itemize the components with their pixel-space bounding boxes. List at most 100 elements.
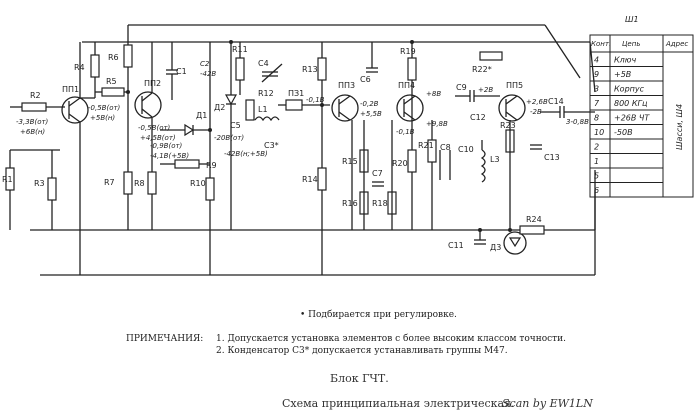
label-c10: C10 xyxy=(458,145,474,154)
resistor-r24 xyxy=(519,225,545,235)
label-r6: R6 xyxy=(108,53,119,62)
label-c9: C9 xyxy=(456,83,467,92)
connector-contact: 6 xyxy=(594,186,599,195)
transistor-pp3 xyxy=(331,94,359,122)
volt-c9: +2В xyxy=(478,86,493,94)
label-r21: R21 xyxy=(418,141,434,150)
scan-credit: Scan by EW1LN xyxy=(502,397,593,410)
connector-circuit: Ключ xyxy=(614,56,637,65)
label-c6: C6 xyxy=(360,75,371,84)
label-d3: Д3 xyxy=(490,243,501,252)
label-r5: R5 xyxy=(106,77,117,86)
transistor-pp4 xyxy=(396,94,424,122)
connector-contact: 7 xyxy=(594,99,600,108)
label-pp5: ПП5 xyxy=(506,81,523,90)
label-r7: R7 xyxy=(104,178,115,187)
volt-r9: -42В(н;+5В) xyxy=(224,150,268,158)
label-c12: C12 xyxy=(470,113,486,122)
resistor-r6 xyxy=(123,44,133,68)
label-r16: R16 xyxy=(342,199,358,208)
note-2: 2. Конденсатор С3* допускается устанавли… xyxy=(216,346,508,356)
connector-contact: 1 xyxy=(594,157,599,166)
resistor-r3 xyxy=(47,177,57,201)
label-r22: R22* xyxy=(472,65,492,74)
resistor-r12 xyxy=(245,99,255,121)
resistor-r11 xyxy=(235,57,245,81)
label-pp1: ПП1 xyxy=(62,85,79,94)
resistor-r19 xyxy=(407,57,417,81)
label-d2: Д2 xyxy=(214,103,225,112)
connector-contact: 9 xyxy=(594,70,599,79)
label-r23: R23 xyxy=(500,121,516,130)
block-title: Блок ГЧТ. xyxy=(330,372,389,385)
transistor-pp2 xyxy=(134,91,162,119)
volt-d1-a: -0,9В(от) xyxy=(150,142,183,150)
label-c13: C13 xyxy=(544,153,560,162)
label-r1: R1 xyxy=(2,175,13,184)
volt-r2-a: -3,3В(от) xyxy=(16,118,49,126)
label-c1: C1 xyxy=(176,67,187,76)
label-c5: C5 xyxy=(230,121,241,130)
resistor-r7 xyxy=(123,171,133,195)
resistor-r22 xyxy=(479,51,503,61)
resistor-r2 xyxy=(21,102,47,112)
connector-contact: 5 xyxy=(594,172,599,181)
transistor-pp5 xyxy=(498,94,526,122)
volt-c2: -42В xyxy=(200,70,216,78)
label-r13: R13 xyxy=(302,65,318,74)
connector-contact: 2 xyxy=(594,143,599,152)
header-contact: Конт. xyxy=(591,40,611,48)
label-r18: R18 xyxy=(372,199,388,208)
label-r24: R24 xyxy=(526,215,542,224)
diode-d3 xyxy=(503,231,527,255)
volt-pp5-a: +2,6В xyxy=(526,98,548,106)
volt-pp4-c: -0,1В xyxy=(396,128,415,136)
volt-pp3-a: -0,2В xyxy=(360,100,379,108)
resistor-r8 xyxy=(147,171,157,195)
label-pp3: ПП3 xyxy=(338,81,355,90)
note-1: 1. Допускается установка элементов с бол… xyxy=(216,334,566,344)
resistor-r10 xyxy=(205,177,215,201)
notes-title: ПРИМЕЧАНИЯ: xyxy=(126,334,204,344)
label-c8: C8 xyxy=(440,143,451,152)
connector-circuit: Корпус xyxy=(614,85,645,94)
volt-pp4-b: +9,8В xyxy=(426,120,448,128)
volt-pp1-b: +5В(н) xyxy=(90,114,115,122)
resistor-r20 xyxy=(407,149,417,173)
connector-circuit: +26В ЧТ xyxy=(614,114,650,123)
resistor-r4 xyxy=(90,54,100,78)
connector-circuit: +5В xyxy=(614,70,631,79)
volt-d1-b: -4,1В(+5В) xyxy=(150,152,189,160)
label-d1: Д1 xyxy=(196,111,207,120)
connector-circuit: 800 КГц xyxy=(614,99,648,108)
label-c3: C3* xyxy=(264,141,279,150)
volt-pp5-b: -2В xyxy=(530,108,542,116)
header-address: Адрес xyxy=(665,40,688,48)
label-r8: R8 xyxy=(134,179,145,188)
volt-pp4-a: +8В xyxy=(426,90,441,98)
label-pz1: ПЗ1 xyxy=(288,89,304,98)
label-l1: L1 xyxy=(258,105,268,114)
quartz-pz1 xyxy=(285,99,303,111)
resistor-r9 xyxy=(174,159,200,169)
inductor-l3 xyxy=(480,149,486,183)
connector-contact: 4 xyxy=(594,56,599,65)
volt-pp2-a: -0,5В(от) xyxy=(138,124,171,132)
label-r4: R4 xyxy=(74,63,85,72)
label-r14: R14 xyxy=(302,175,318,184)
label-r10: R10 xyxy=(190,179,206,188)
schematic-subtitle: Схема принципиальная электрическая. xyxy=(282,397,515,410)
label-r20: R20 xyxy=(392,159,408,168)
connector-side-label: Шасси, Ш4 xyxy=(675,104,684,150)
volt-pp1-a: -0,5В(от) xyxy=(88,104,121,112)
volt-pz: -0,1В xyxy=(306,96,325,104)
diode-d2 xyxy=(224,94,238,106)
connector-ref: Ш1 xyxy=(625,15,639,24)
volt-r23: 3-0,8В xyxy=(566,118,589,126)
resistor-r5 xyxy=(101,87,125,97)
resistor-r14 xyxy=(317,167,327,191)
label-c7: C7 xyxy=(372,169,383,178)
volt-pp3-b: +5,5В xyxy=(360,110,382,118)
